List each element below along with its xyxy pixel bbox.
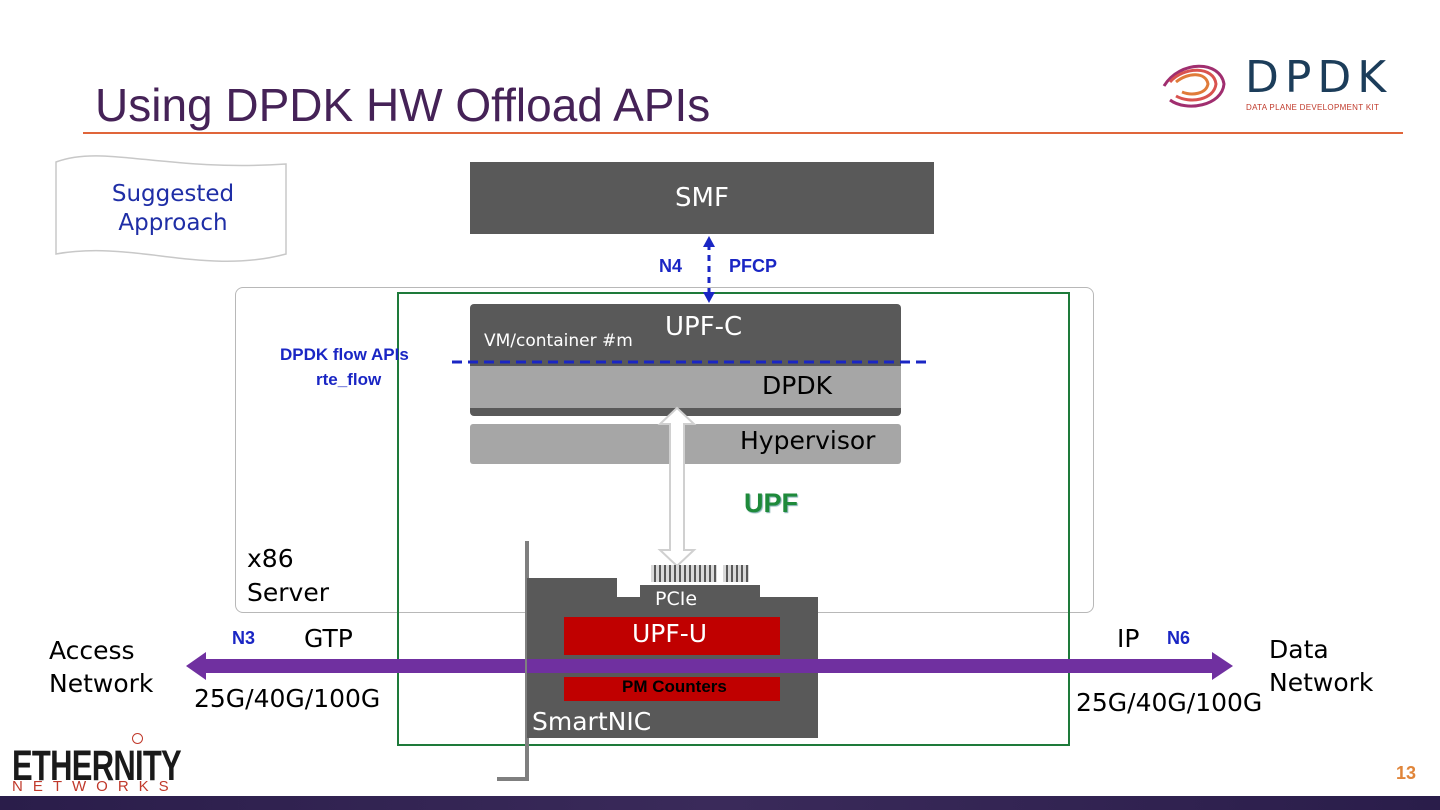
title-underline bbox=[83, 132, 1403, 134]
flow-api-line-2: rte_flow bbox=[316, 370, 382, 389]
ethernity-logo-sub: NETWORKS bbox=[12, 778, 179, 795]
x86-server-label: x86 Server bbox=[247, 542, 329, 610]
hypervisor-label: Hypervisor bbox=[740, 426, 876, 455]
ip-label: IP bbox=[1117, 624, 1140, 653]
callout-line-1: Suggested bbox=[111, 181, 235, 207]
hypervisor-layer bbox=[470, 424, 901, 464]
n3-label: N3 bbox=[232, 628, 256, 648]
right-speed-label: 25G/40G/100G bbox=[1076, 688, 1263, 717]
slide-title: Using DPDK HW Offload APIs bbox=[95, 79, 711, 131]
server-line-1: x86 bbox=[247, 544, 294, 573]
nic-bracket-foot bbox=[497, 777, 529, 781]
n4-arrowhead-down-icon bbox=[703, 292, 715, 303]
banner-shape bbox=[55, 155, 287, 263]
left-speed-label: 25G/40G/100G bbox=[194, 684, 381, 713]
pm-counters-box bbox=[564, 677, 780, 701]
dpdk-logo-word: DPDK bbox=[1245, 52, 1393, 103]
dpdk-logo-icon bbox=[1162, 64, 1226, 108]
access-line-2: Network bbox=[49, 669, 154, 698]
pcie-pins-icon bbox=[723, 565, 749, 582]
n4-label: N4 bbox=[659, 256, 683, 276]
page-number: 13 bbox=[1396, 763, 1417, 783]
upf-label: UPF bbox=[744, 488, 798, 518]
access-line-1: Access bbox=[49, 636, 135, 665]
n4-arrowhead-up-icon bbox=[703, 236, 715, 247]
pm-counters-label: PM Counters bbox=[622, 677, 727, 696]
upf-u-box bbox=[564, 617, 780, 655]
suggested-approach-callout: Suggested Approach bbox=[78, 180, 268, 238]
footer-bar bbox=[0, 796, 1440, 810]
access-network-label: Access Network bbox=[49, 634, 153, 700]
upf-c-label: UPF-C bbox=[665, 312, 743, 342]
dpdk-layer bbox=[470, 366, 901, 408]
flow-api-line-1: DPDK flow APIs bbox=[280, 345, 409, 364]
smartnic-label: SmartNIC bbox=[532, 707, 652, 736]
data-network-label: Data Network bbox=[1269, 633, 1373, 699]
pcie-double-arrow-icon bbox=[657, 406, 697, 568]
nic-card-top-right bbox=[640, 585, 760, 599]
card-hole-icon bbox=[622, 585, 630, 593]
dpdk-logo-tagline: DATA PLANE DEVELOPMENT KIT bbox=[1246, 103, 1380, 112]
server-line-2: Server bbox=[247, 578, 329, 607]
data-line-1: Data bbox=[1269, 635, 1329, 664]
vm-container-label: VM/container #m bbox=[484, 331, 633, 351]
pcie-label: PCIe bbox=[655, 588, 698, 610]
gtp-label: GTP bbox=[304, 624, 353, 653]
n6-label: N6 bbox=[1167, 628, 1191, 648]
nic-card-top-left bbox=[527, 578, 617, 600]
upf-frame bbox=[397, 292, 1070, 746]
callout-line-2: Approach bbox=[118, 210, 228, 236]
upf-u-label: UPF-U bbox=[632, 619, 708, 648]
dpdk-label: DPDK bbox=[762, 371, 832, 400]
pfcp-label: PFCP bbox=[729, 256, 778, 276]
ethernity-logo-word: ETHERNITY bbox=[12, 742, 182, 790]
data-line-2: Network bbox=[1269, 668, 1374, 697]
flow-api-label: DPDK flow APIs rte_flow bbox=[280, 342, 409, 392]
ethernity-ring-icon bbox=[132, 733, 143, 744]
pcie-pins-icon bbox=[651, 565, 717, 582]
arrow-overlay bbox=[527, 659, 819, 673]
smf-box: SMF bbox=[470, 162, 934, 234]
